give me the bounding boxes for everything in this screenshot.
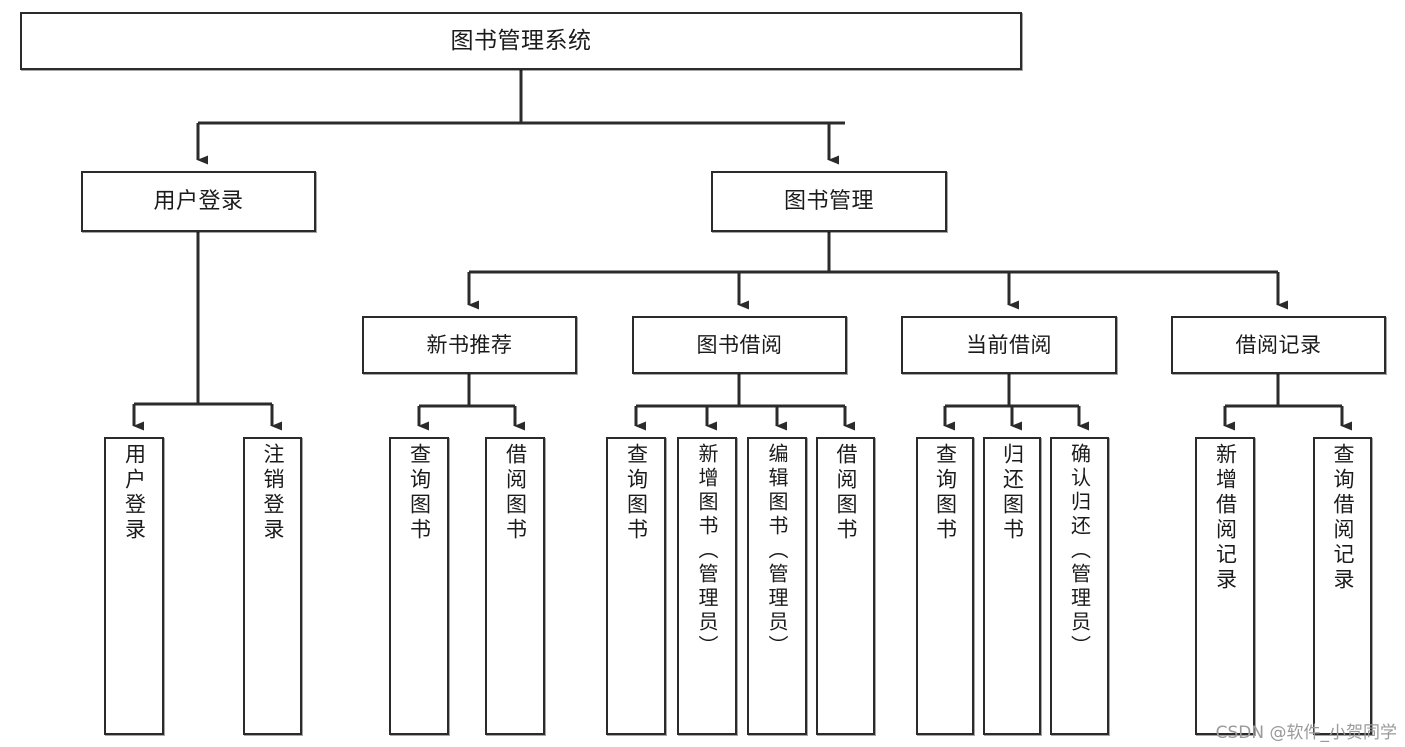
node-leaf-user-login[interactable]: 用户登录 — [104, 437, 164, 735]
node-leaf-query-book-borrow[interactable]: 查询图书 — [606, 437, 666, 735]
node-leaf-return-book-label: 归还图书 — [1000, 443, 1025, 543]
node-user-login-label: 用户登录 — [153, 188, 244, 214]
node-new-book-recommend[interactable]: 新书推荐 — [362, 316, 577, 374]
node-borrow-record[interactable]: 借阅记录 — [1171, 316, 1386, 374]
node-leaf-query-book-rec-label: 查询图书 — [407, 443, 432, 543]
node-leaf-borrow-book-rec-label: 借阅图书 — [503, 443, 528, 543]
node-leaf-user-login-label: 用户登录 — [122, 443, 147, 543]
node-root-label: 图书管理系统 — [450, 27, 592, 54]
node-leaf-query-book-current[interactable]: 查询图书 — [916, 437, 974, 735]
watermark: CSDN @软件_小贺同学 — [1215, 723, 1397, 743]
node-leaf-query-borrow-record[interactable]: 查询借阅记录 — [1313, 437, 1372, 735]
node-leaf-user-logout-label: 注销登录 — [261, 443, 286, 543]
node-leaf-query-book-borrow-label: 查询图书 — [624, 443, 649, 543]
node-leaf-add-borrow-record-label: 新增借阅记录 — [1213, 443, 1238, 593]
node-leaf-borrow-book-label: 借阅图书 — [834, 443, 859, 543]
node-leaf-query-borrow-record-label: 查询借阅记录 — [1331, 443, 1356, 593]
node-leaf-borrow-book[interactable]: 借阅图书 — [816, 437, 875, 735]
node-leaf-query-book-rec[interactable]: 查询图书 — [389, 437, 449, 735]
node-current-borrow[interactable]: 当前借阅 — [901, 316, 1117, 374]
node-leaf-add-borrow-record[interactable]: 新增借阅记录 — [1195, 437, 1255, 735]
node-book-borrow[interactable]: 图书借阅 — [632, 316, 847, 374]
node-leaf-query-book-current-label: 查询图书 — [933, 443, 958, 543]
node-leaf-return-book[interactable]: 归还图书 — [983, 437, 1041, 735]
node-leaf-user-logout[interactable]: 注销登录 — [243, 437, 302, 735]
node-new-book-recommend-label: 新书推荐 — [426, 332, 513, 357]
node-leaf-add-book-admin-label: 新增图书（管理员） — [695, 443, 719, 659]
node-leaf-confirm-return-admin[interactable]: 确认归还（管理员） — [1050, 437, 1109, 735]
node-root[interactable]: 图书管理系统 — [20, 12, 1022, 70]
node-leaf-edit-book-admin[interactable]: 编辑图书（管理员） — [747, 437, 807, 735]
node-borrow-record-label: 借阅记录 — [1235, 332, 1322, 357]
node-book-borrow-label: 图书借阅 — [696, 332, 783, 357]
node-leaf-edit-book-admin-label: 编辑图书（管理员） — [765, 443, 789, 659]
node-leaf-borrow-book-rec[interactable]: 借阅图书 — [485, 437, 545, 735]
node-book-management-label: 图书管理 — [783, 188, 874, 214]
node-user-login[interactable]: 用户登录 — [81, 171, 316, 232]
node-leaf-confirm-return-admin-label: 确认归还（管理员） — [1067, 443, 1092, 659]
node-current-borrow-label: 当前借阅 — [966, 332, 1052, 357]
node-book-management[interactable]: 图书管理 — [711, 171, 947, 232]
node-leaf-add-book-admin[interactable]: 新增图书（管理员） — [677, 437, 737, 735]
